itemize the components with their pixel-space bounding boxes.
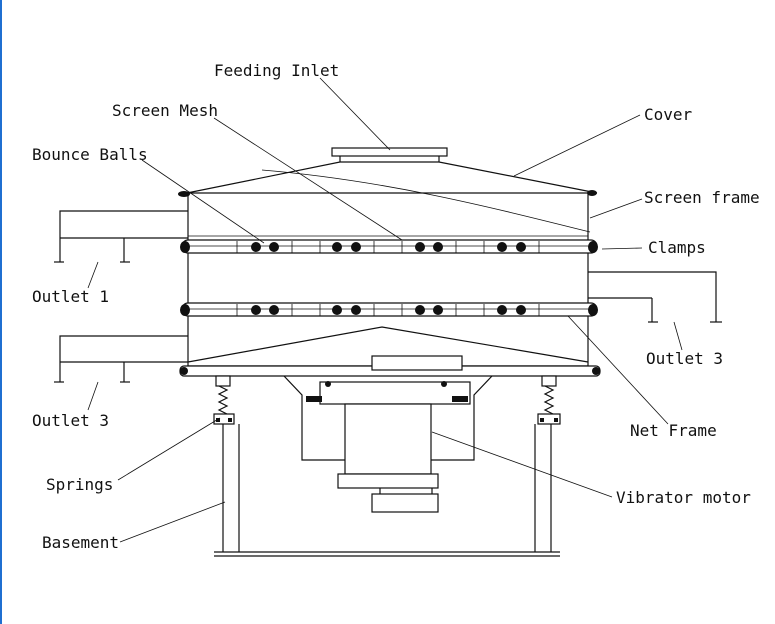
outlet-1-label: Outlet 1 [32, 287, 109, 306]
middle-screen-frame [187, 253, 589, 303]
leader-lines [87, 77, 683, 543]
screen-mesh-label: Screen Mesh [112, 101, 218, 120]
left-spring [213, 375, 235, 425]
lower-clamp-ring [180, 302, 598, 317]
feeding-inlet [331, 147, 448, 162]
clamps-label: Clamps [648, 238, 706, 257]
outlet-3-left-label: Outlet 3 [32, 411, 109, 430]
right-spring [537, 375, 561, 425]
springs-label: Springs [46, 475, 113, 494]
feeding-inlet-label: Feeding Inlet [214, 61, 339, 80]
screen-frame-label: Screen frame [644, 188, 760, 207]
basement [214, 424, 560, 557]
outlet-3-right-label: Outlet 3 [646, 349, 723, 368]
net-frame-label: Net Frame [630, 421, 717, 440]
vibrator-motor [337, 403, 439, 513]
outlet-3-left [54, 335, 188, 383]
cover [178, 161, 598, 233]
upper-clamp-ring [180, 239, 598, 254]
lower-bounce-balls [236, 304, 540, 316]
bounce-balls-label: Bounce Balls [32, 145, 148, 164]
motor-housing [283, 355, 493, 461]
cover-label: Cover [644, 105, 693, 124]
upper-bounce-balls [236, 241, 540, 253]
upper-screen-frame [187, 193, 589, 240]
vibrator-motor-label: Vibrator motor [616, 488, 751, 507]
outlet-3-right [588, 271, 722, 323]
outlet-1 [54, 210, 188, 263]
basement-label: Basement [42, 533, 119, 552]
